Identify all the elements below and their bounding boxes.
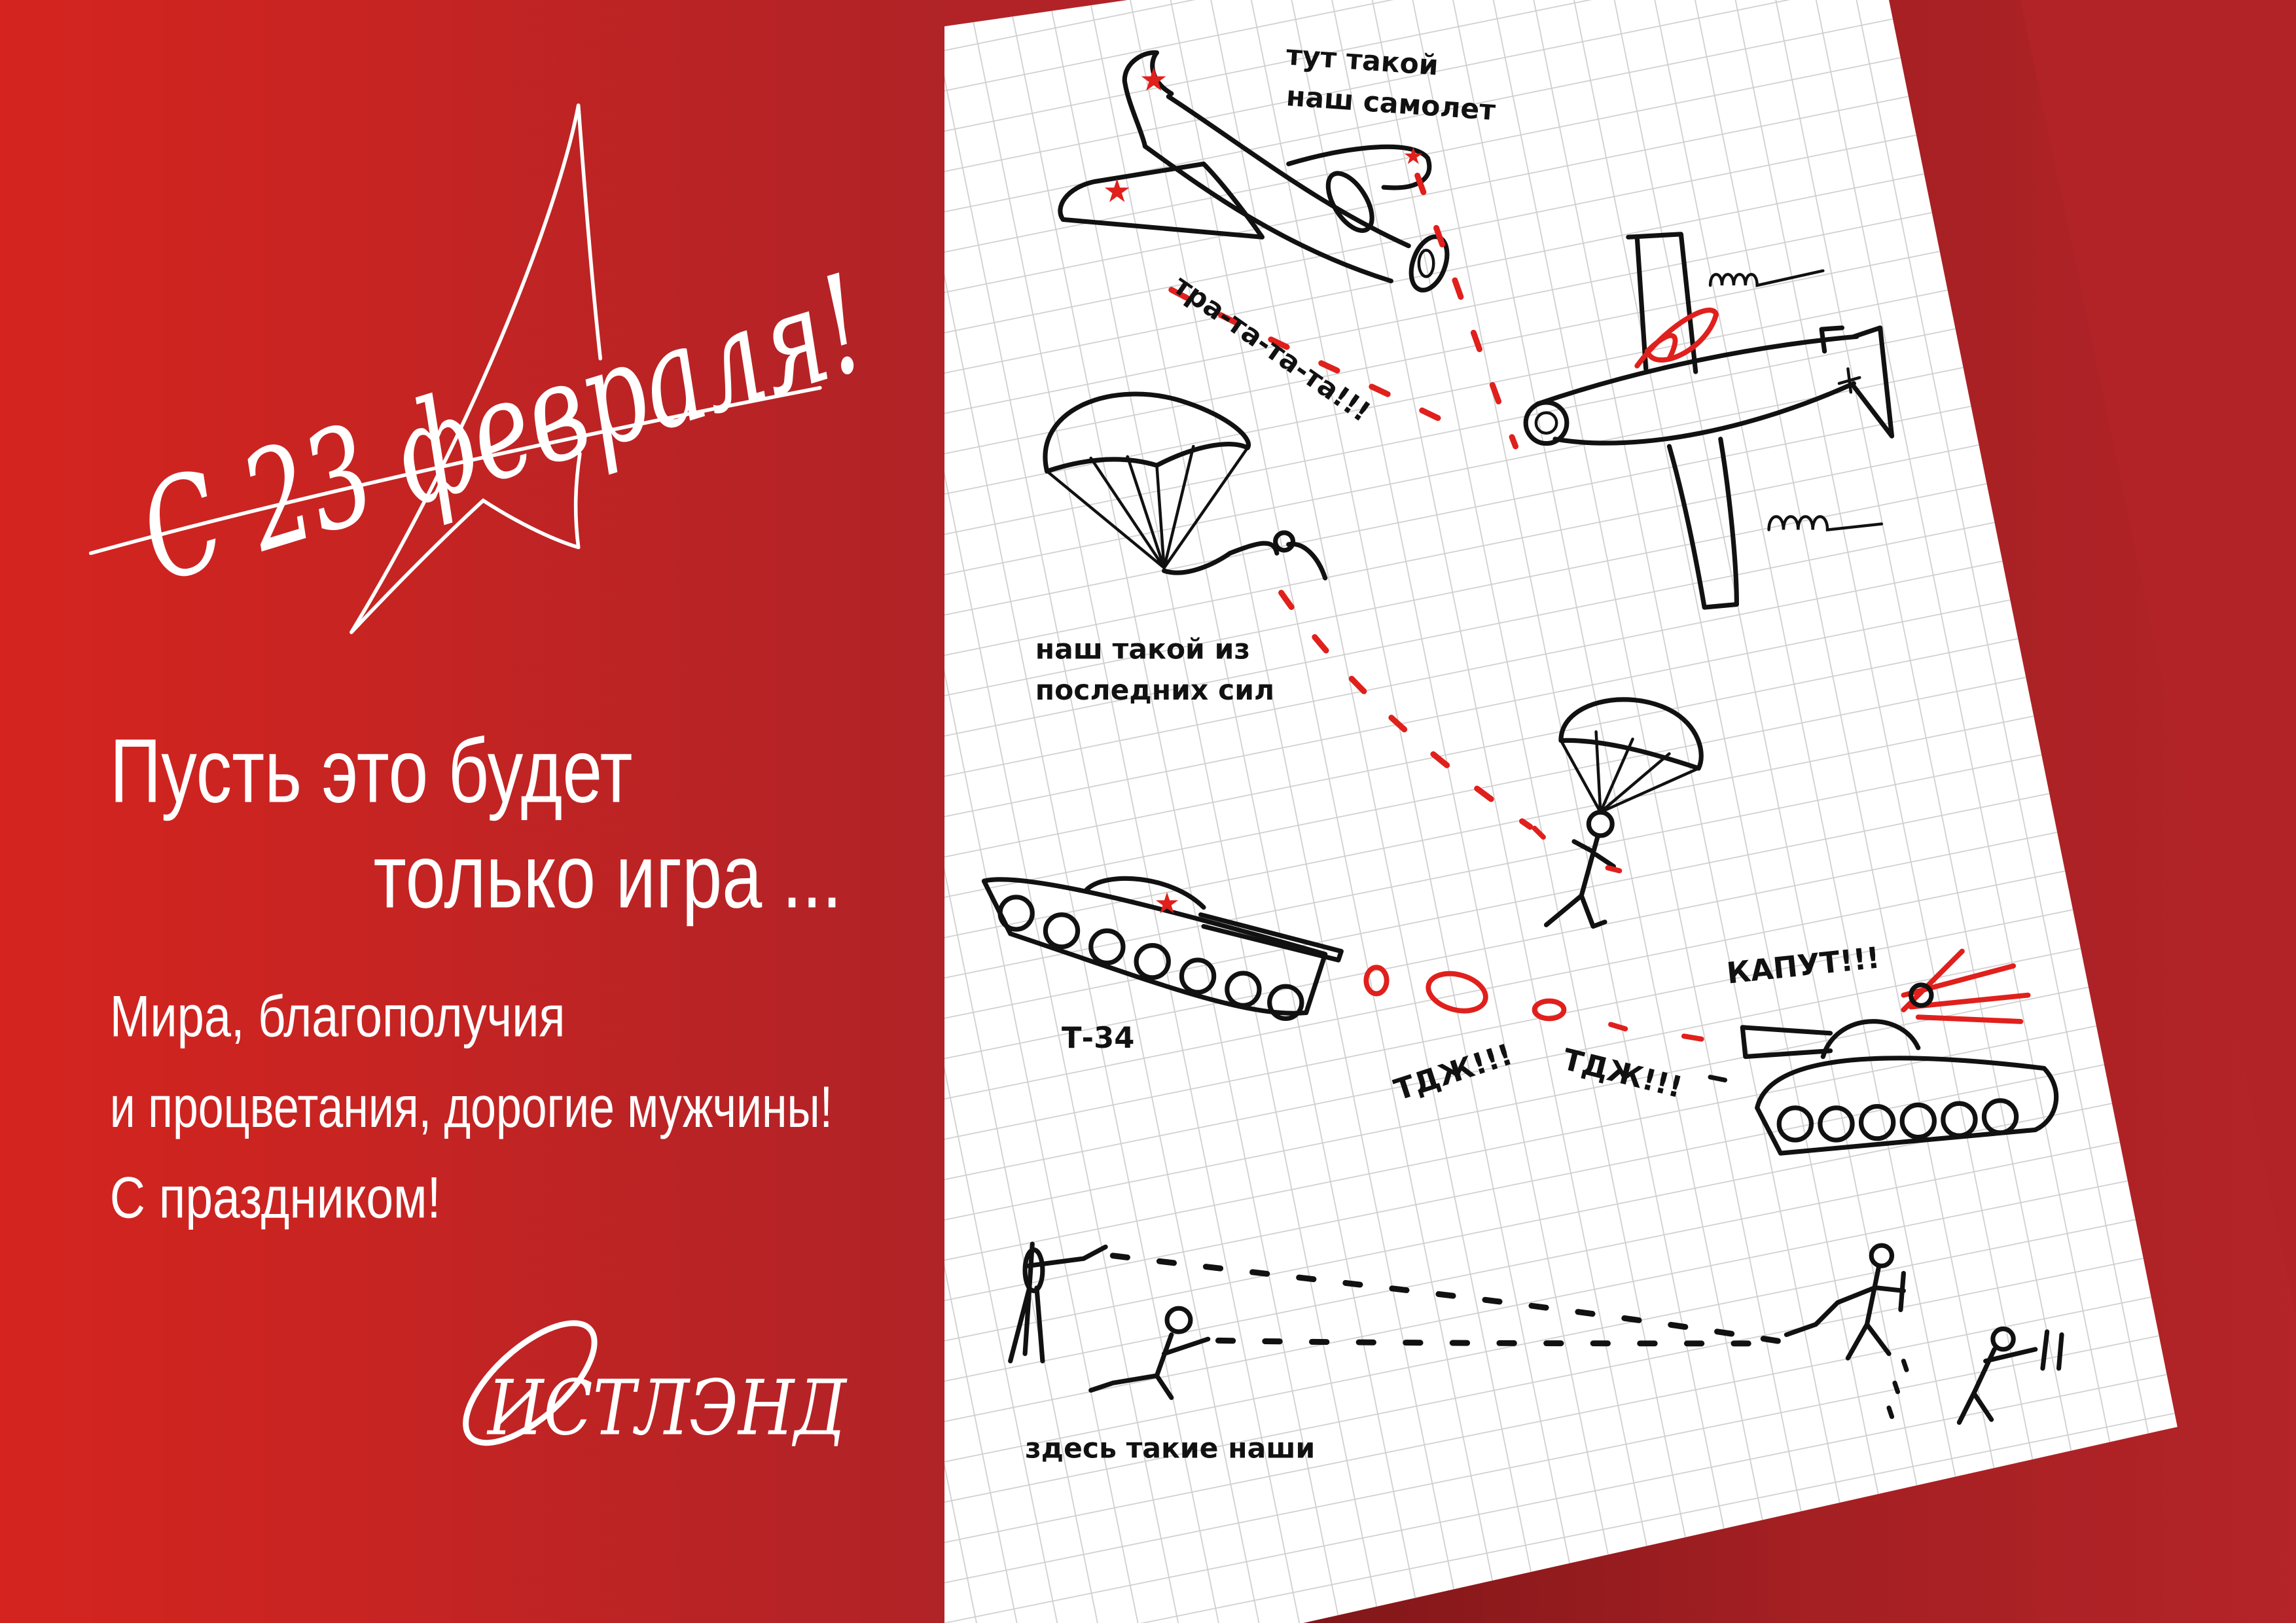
svg-text:★: ★	[1154, 885, 1180, 920]
enemy-tank-icon	[1740, 948, 2059, 1156]
label-soldiers: здесь такие наши	[1025, 1433, 1315, 1465]
enemy-plane-icon	[1523, 232, 1895, 610]
headline-line-2: только игра ...	[373, 826, 842, 927]
svg-text:★: ★	[1403, 143, 1424, 169]
svg-text:★: ★	[1139, 61, 1168, 99]
parachutist-icon	[1532, 697, 1704, 929]
svg-text:★: ★	[1103, 172, 1132, 210]
company-logo: ИСТЛЭНД	[463, 1320, 848, 1453]
parachute-icon	[1043, 391, 1328, 580]
logo-text: ИСТЛЭНД	[486, 1364, 848, 1453]
label-paratrooper-2: последних сил	[1035, 675, 1274, 707]
wish-line-2: и процветания, дорогие мужчины!	[110, 1074, 833, 1139]
wish-line-1: Мира, благополучия	[110, 983, 565, 1048]
label-tank-name: Т-34	[1062, 1020, 1134, 1055]
wish-line-3: С праздником!	[110, 1165, 441, 1230]
t34-tank-icon: ★	[981, 876, 1344, 1022]
logo-swoosh-icon	[463, 1320, 598, 1446]
left-panel	[0, 0, 946, 1623]
headline-line-1: Пусть это будет	[110, 720, 633, 821]
label-paratrooper-1: наш такой из	[1035, 633, 1250, 666]
title-star-icon	[88, 103, 822, 634]
paper-shadow	[1303, 0, 2296, 1623]
soldiers-icon	[1008, 1241, 2064, 1425]
gunfire-trails	[1168, 172, 1728, 1082]
